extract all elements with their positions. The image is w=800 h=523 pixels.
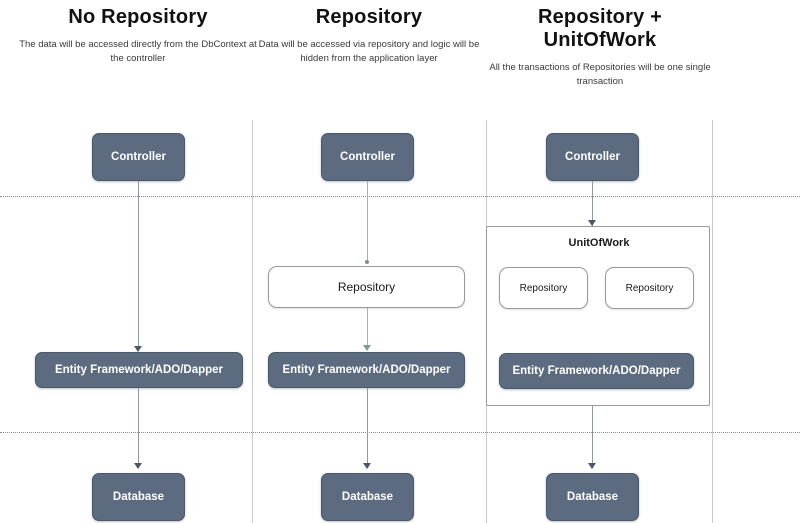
connector-data-access-to-database-col2	[367, 388, 368, 468]
node-repository-right-col3[interactable]: Repository	[605, 267, 694, 309]
node-controller-col1[interactable]: Controller	[92, 133, 185, 181]
column-separator-1	[252, 120, 253, 523]
connector-data-access-to-database-col1	[138, 388, 139, 468]
connector-repository-to-data-access-col2	[367, 308, 368, 348]
column-header-repository-unitofwork: Repository + UnitOfWork All the transact…	[488, 6, 712, 89]
node-label: Repository	[337, 280, 396, 294]
arrowhead-data-access-to-database-col1	[134, 463, 142, 469]
node-controller-col2[interactable]: Controller	[321, 133, 414, 181]
node-data-access-col2[interactable]: Entity Framework/ADO/Dapper	[268, 352, 465, 388]
node-label: Entity Framework/ADO/Dapper	[512, 365, 681, 377]
column-header-repository: Repository Data will be accessed via rep…	[258, 6, 480, 66]
node-data-access-col3[interactable]: Entity Framework/ADO/Dapper	[499, 353, 694, 389]
column-title: Repository	[315, 6, 423, 28]
layer-divider-top	[0, 196, 800, 197]
arrowhead-data-access-to-database-col2	[363, 463, 371, 469]
node-controller-col3[interactable]: Controller	[546, 133, 639, 181]
node-repository-left-col3[interactable]: Repository	[499, 267, 588, 309]
node-label: Controller	[565, 151, 620, 163]
column-title: Repository + UnitOfWork	[537, 6, 663, 51]
node-repository-col2[interactable]: Repository	[268, 266, 465, 308]
node-label: Controller	[340, 151, 395, 163]
node-label: Database	[566, 491, 619, 503]
node-label: Database	[112, 491, 165, 503]
arrowhead-repository-to-data-access-col2	[363, 345, 371, 351]
connector-unitofwork-to-database-col3	[592, 406, 593, 468]
unitofwork-container[interactable]: UnitOfWork Repository Repository Entity …	[486, 226, 710, 406]
column-subtitle: All the transactions of Repositories wil…	[489, 62, 711, 87]
node-database-col3[interactable]: Database	[546, 473, 639, 521]
arrowhead-controller-to-unitofwork-col3	[588, 220, 596, 226]
arrowhead-unitofwork-to-database-col3	[588, 463, 596, 469]
node-database-col1[interactable]: Database	[92, 473, 185, 521]
node-database-col2[interactable]: Database	[321, 473, 414, 521]
connector-controller-to-data-access-col1	[138, 181, 139, 351]
column-subtitle: Data will be accessed via repository and…	[258, 39, 480, 64]
column-separator-3	[712, 120, 713, 523]
connector-controller-to-unitofwork-col3	[592, 181, 593, 226]
layer-divider-bottom	[0, 432, 800, 433]
unitofwork-title: UnitOfWork	[568, 237, 630, 249]
node-label: Entity Framework/ADO/Dapper	[282, 364, 451, 376]
node-label: Entity Framework/ADO/Dapper	[54, 364, 224, 376]
connector-endpoint-repository-col2	[365, 260, 369, 264]
column-title: No Repository	[68, 6, 208, 28]
node-label: Database	[341, 491, 394, 503]
node-label: Repository	[625, 282, 674, 294]
column-subtitle: The data will be accessed directly from …	[19, 39, 257, 64]
arrowhead-controller-to-data-access-col1	[134, 346, 142, 352]
node-label: Repository	[519, 282, 568, 294]
node-data-access-col1[interactable]: Entity Framework/ADO/Dapper	[35, 352, 243, 388]
connector-controller-to-repository-col2	[367, 181, 368, 263]
node-label: Controller	[111, 151, 166, 163]
column-header-no-repository: No Repository The data will be accessed …	[18, 6, 258, 66]
